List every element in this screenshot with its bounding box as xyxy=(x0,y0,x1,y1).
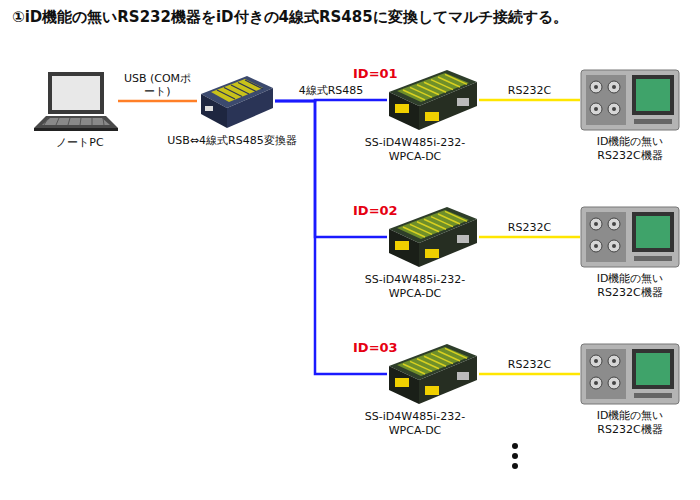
eq-illustration xyxy=(581,207,679,267)
conv-icon xyxy=(197,72,275,130)
eq-node: ID機能の無い RS232C機器 xyxy=(568,69,692,163)
ellipsis-dot xyxy=(512,463,518,469)
dev-node: ID=01SS-iD4W485i-232-WPCA-DC xyxy=(345,68,485,164)
cable-connector xyxy=(479,373,580,376)
dev-icon xyxy=(387,205,479,269)
node-caption: SS-iD4W485i-232-WPCA-DC xyxy=(360,410,470,438)
node-caption: ID機能の無い RS232C機器 xyxy=(580,409,680,437)
conv-illustration xyxy=(201,76,273,128)
cable-connector xyxy=(479,236,580,239)
cable-label: RS232C xyxy=(506,358,553,371)
eq-icon xyxy=(580,206,680,268)
device-id: ID=02 xyxy=(353,203,398,218)
node-caption: USB⇔4線式RS485変換器 xyxy=(165,134,299,148)
dev-illustration xyxy=(389,207,477,267)
node-caption: ID機能の無い RS232C機器 xyxy=(580,135,680,163)
node-caption: SS-iD4W485i-232-WPCA-DC xyxy=(360,136,470,164)
laptop-node: ノートPC xyxy=(30,70,130,150)
node-caption: SS-iD4W485i-232-WPCA-DC xyxy=(360,273,470,301)
diagram-title: ①iD機能の無いRS232機器をiD付きの4線式RS485に変換してマルチ接続す… xyxy=(12,8,692,27)
eq-illustration xyxy=(581,70,679,130)
eq-node: ID機能の無い RS232C機器 xyxy=(568,206,692,300)
device-id: ID=03 xyxy=(353,340,398,355)
device-id: ID=01 xyxy=(353,66,398,81)
node-caption: ノートPC xyxy=(30,136,130,150)
dev-icon xyxy=(387,342,479,406)
dev-node: ID=02SS-iD4W485i-232-WPCA-DC xyxy=(345,205,485,301)
ellipsis-dot xyxy=(512,443,518,449)
dev-icon xyxy=(387,68,479,132)
laptop-illustration xyxy=(34,72,118,131)
cable-label: RS232C xyxy=(506,84,553,97)
eq-icon xyxy=(580,343,680,405)
cable-connector xyxy=(118,100,197,103)
dev-illustration xyxy=(389,70,477,130)
eq-node: ID機能の無い RS232C機器 xyxy=(568,343,692,437)
cable-label: RS232C xyxy=(506,221,553,234)
cable-connector xyxy=(479,99,580,102)
eq-illustration xyxy=(581,344,679,404)
laptop-icon xyxy=(34,70,118,132)
eq-icon xyxy=(580,69,680,131)
cable-label: 4線式RS485 xyxy=(297,84,366,97)
cable-label: USB (COMポート) xyxy=(119,72,197,98)
dev-illustration xyxy=(389,344,477,404)
dev-node: ID=03SS-iD4W485i-232-WPCA-DC xyxy=(345,342,485,438)
ellipsis-dot xyxy=(512,453,518,459)
node-caption: ID機能の無い RS232C機器 xyxy=(580,272,680,300)
